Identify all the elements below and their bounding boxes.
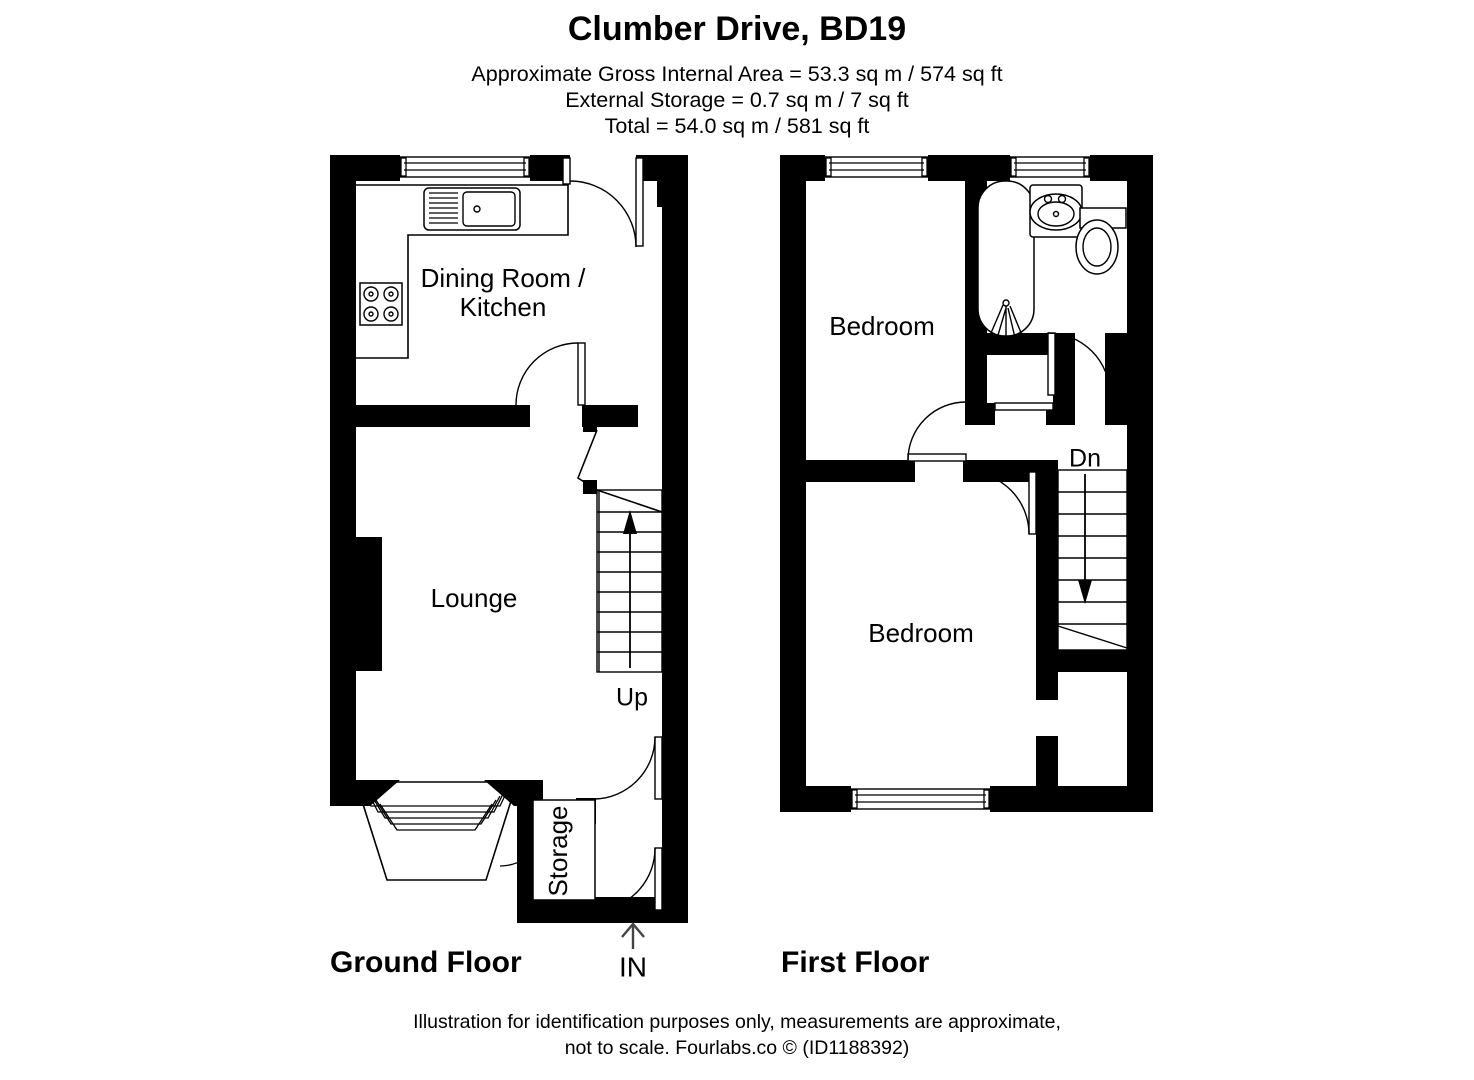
stairs-up-label: Up <box>616 684 648 712</box>
window-kitchen-rear <box>399 156 531 178</box>
room-label-bedroom-front: Bedroom <box>868 618 974 648</box>
area-gross-internal: Approximate Gross Internal Area = 53.3 s… <box>471 62 1003 86</box>
door-kitchen <box>515 342 586 406</box>
door-bedroom-rear <box>907 401 996 462</box>
room-label-bedroom-rear: Bedroom <box>829 311 935 341</box>
room-label-dining-kitchen-line2: Kitchen <box>460 292 547 322</box>
footer-disclaimer-line1: Illustration for identification purposes… <box>413 1011 1061 1033</box>
door-lounge <box>594 736 663 800</box>
first-floor-plan: Dn Bedroom Bedroom <box>780 155 1153 812</box>
door-rear-external <box>562 157 644 248</box>
window-bedroom-rear <box>824 156 929 178</box>
sink-icon <box>423 187 521 231</box>
understairs-partition <box>577 429 663 513</box>
staircase-up <box>596 489 663 673</box>
kitchen-units <box>330 184 569 359</box>
first-floor-label: First Floor <box>781 946 930 979</box>
room-label-dining-kitchen-line1: Dining Room / <box>421 263 587 293</box>
door-front-entrance[interactable] <box>599 847 663 911</box>
ground-floor-plan: Up Dining Room / Kitchen Lounge Storage <box>330 155 688 923</box>
door-bedroom-front <box>967 471 1037 535</box>
door-airing-cupboard <box>994 402 1054 411</box>
entrance-label: IN <box>619 951 647 982</box>
hob-icon <box>359 282 403 326</box>
staircase-down <box>1057 469 1128 651</box>
washbasin-icon <box>1029 184 1083 238</box>
stairs-down-label: Dn <box>1069 445 1101 473</box>
room-label-storage: Storage <box>543 805 573 896</box>
bay-window <box>354 781 547 881</box>
area-external-storage: External Storage = 0.7 sq m / 7 sq ft <box>565 88 909 112</box>
storage-cupboard <box>532 799 596 901</box>
area-total: Total = 54.0 sq m / 581 sq ft <box>604 114 870 138</box>
entrance-arrow-icon <box>621 922 645 949</box>
room-label-lounge: Lounge <box>431 583 518 613</box>
ground-floor-label: Ground Floor <box>330 946 522 979</box>
door-landing-top <box>1047 332 1111 396</box>
footer-disclaimer-line2: not to scale. Fourlabs.co © (ID1188392) <box>564 1037 910 1059</box>
page-title: Clumber Drive, BD19 <box>567 10 907 48</box>
window-bathroom <box>1009 156 1091 178</box>
toilet-icon <box>1075 207 1127 275</box>
window-bedroom-front <box>850 788 991 810</box>
bathtub-icon <box>977 180 1035 350</box>
